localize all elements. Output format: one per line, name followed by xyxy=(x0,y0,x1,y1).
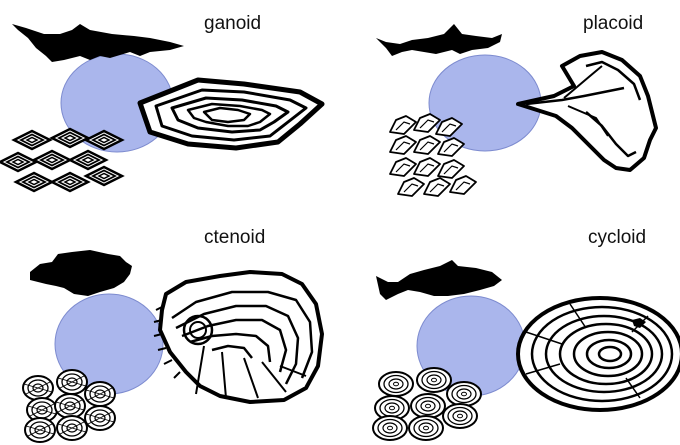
cycloid-illustration xyxy=(340,222,680,444)
cycloid-small-scale xyxy=(411,394,445,418)
placoid-small-denticle xyxy=(390,136,416,154)
large-placoid-scale xyxy=(518,52,656,170)
placoid-small-denticle xyxy=(414,114,440,132)
placoid-small-denticle xyxy=(414,136,440,154)
large-ganoid-scale xyxy=(140,80,322,148)
cycloid-small-scale xyxy=(373,416,407,440)
cycloid-small-scale xyxy=(443,404,477,428)
salmon-silhouette-icon xyxy=(376,260,502,300)
placoid-small-denticle xyxy=(424,178,450,196)
panel-ganoid: ganoid xyxy=(0,0,340,222)
ganoid-small-scale xyxy=(86,167,122,185)
ganoid-illustration xyxy=(0,0,340,222)
small-ganoid-scale-cluster xyxy=(0,129,122,191)
ctenoid-small-scale xyxy=(55,394,85,418)
placoid-small-denticle xyxy=(450,176,476,194)
placoid-small-denticle xyxy=(398,178,424,196)
panel-placoid: placoid xyxy=(340,0,680,222)
cycloid-small-scale xyxy=(379,372,413,396)
ctenoid-small-scale xyxy=(25,418,55,442)
placoid-small-denticle xyxy=(390,116,416,134)
placoid-illustration xyxy=(340,0,680,222)
ganoid-small-scale xyxy=(34,151,70,169)
placoid-small-denticle xyxy=(438,160,464,178)
placoid-small-denticle xyxy=(390,158,416,176)
ganoid-small-scale xyxy=(0,153,36,171)
sturgeon-silhouette-icon xyxy=(12,24,184,62)
cycloid-small-scale xyxy=(409,416,443,440)
ctenoid-small-scale xyxy=(85,382,115,406)
ctenoid-small-scale xyxy=(85,406,115,430)
placoid-small-denticle xyxy=(438,138,464,156)
large-ctenoid-scale xyxy=(154,272,322,402)
ctenoid-illustration xyxy=(0,222,340,444)
large-cycloid-scale xyxy=(518,298,680,410)
ganoid-small-scale xyxy=(52,173,88,191)
cycloid-small-scale xyxy=(447,382,481,406)
placoid-small-denticle xyxy=(414,158,440,176)
panel-cycloid: cycloid xyxy=(340,222,680,444)
ctenoid-small-scale xyxy=(23,376,53,400)
ganoid-small-scale xyxy=(14,131,50,149)
ctenoid-small-scale xyxy=(57,370,87,394)
cycloid-small-scale xyxy=(417,368,451,392)
ctenoid-small-scale xyxy=(57,416,87,440)
ganoid-small-scale xyxy=(16,173,52,191)
shark-silhouette-icon xyxy=(376,24,502,56)
ganoid-small-scale xyxy=(70,151,106,169)
panel-ctenoid: ctenoid xyxy=(0,222,340,444)
perch-silhouette-icon xyxy=(30,250,132,296)
